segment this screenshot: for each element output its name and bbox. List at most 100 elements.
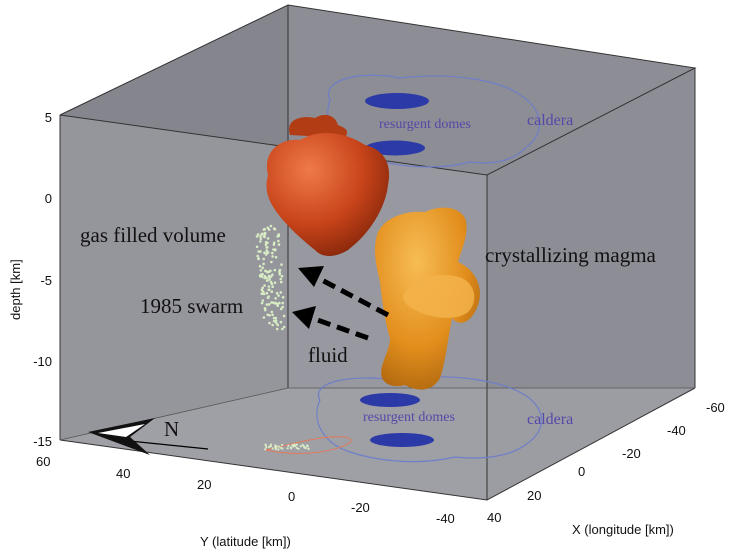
swarm-point — [278, 270, 281, 274]
swarm-point — [276, 302, 279, 306]
y-tick-60: 60 — [36, 454, 50, 469]
swarm-point — [280, 274, 284, 278]
swarm-point — [275, 321, 278, 325]
swarm-point — [275, 327, 279, 331]
caldera-top-label: caldera — [527, 112, 573, 129]
x-tick-40: 40 — [487, 510, 501, 525]
swarm-floor-point — [268, 445, 271, 449]
resurgent-dome-top-2 — [365, 140, 425, 156]
depth-tick-minus5: -5 — [40, 273, 52, 288]
swarm-point — [264, 243, 268, 246]
swarm-floor-point — [274, 444, 277, 447]
swarm-point — [259, 235, 262, 238]
swarm-point — [265, 246, 269, 249]
swarm-point — [261, 266, 265, 270]
depth-tick-minus15: -15 — [33, 434, 52, 449]
swarm-point — [259, 273, 262, 277]
swarm-point — [263, 284, 266, 287]
swarm-point — [264, 253, 268, 256]
swarm-point — [259, 240, 262, 243]
swarm-point — [282, 325, 286, 329]
swarm-floor-point — [306, 444, 309, 448]
swarm-point — [256, 233, 260, 236]
swarm-point — [262, 292, 266, 296]
swarm-point — [263, 233, 267, 236]
swarm-point — [269, 275, 273, 278]
swarm-point — [273, 268, 277, 272]
swarm-floor-point — [277, 445, 280, 448]
swarm-point — [274, 319, 278, 323]
swarm-floor-point — [264, 448, 267, 451]
swarm-point — [282, 314, 286, 318]
depth-tick-0: 0 — [45, 191, 52, 206]
swarm-point — [279, 277, 283, 281]
swarm-point — [266, 296, 270, 300]
swarm-point — [265, 249, 269, 252]
swarm-point — [265, 291, 269, 295]
swarm-point — [280, 263, 283, 266]
swarm-point — [262, 316, 266, 319]
swarm-point — [260, 301, 264, 305]
swarm-floor-point — [264, 443, 267, 446]
swarm-point — [264, 308, 267, 312]
swarm-floor-point — [286, 447, 289, 450]
crystallizing-magma-shape — [374, 207, 480, 390]
x-tick-minus40: -40 — [667, 423, 686, 438]
swarm-floor-point — [281, 443, 284, 447]
top-caldera-group — [327, 74, 540, 168]
y-axis-label: Y (latitude [km]) — [200, 534, 291, 549]
swarm-point — [255, 235, 259, 238]
x-axis-label: X (longitude [km]) — [572, 522, 674, 537]
depth-axis-label: depth [km] — [8, 259, 23, 320]
swarm-point — [268, 321, 271, 325]
fluid-arrow-upper — [316, 275, 390, 318]
swarm-point — [262, 262, 265, 266]
swarm-point — [264, 269, 268, 273]
swarm-point — [259, 237, 263, 240]
swarm-point — [271, 323, 274, 327]
gas-filled-volume-shape — [266, 114, 390, 256]
swarm-point — [268, 314, 271, 317]
swarm-point — [281, 296, 285, 299]
swarm-floor-point — [277, 448, 280, 451]
swarm-point — [270, 282, 274, 286]
swarm-point — [271, 285, 275, 289]
fluid-arrowhead-lower — [292, 306, 316, 329]
swarm-point — [277, 239, 280, 243]
swarm-point — [267, 288, 271, 292]
swarm-point — [261, 290, 265, 293]
caldera-bottom-label: caldera — [527, 411, 573, 428]
swarm-point — [278, 301, 281, 305]
swarm-point — [277, 233, 281, 236]
x-tick-0: 0 — [578, 464, 585, 479]
swarm-point — [270, 290, 274, 294]
swarm-point — [279, 307, 283, 311]
resurgent-dome-bottom-1 — [360, 393, 420, 407]
swarm-point — [259, 269, 263, 272]
depth-tick-minus10: -10 — [33, 354, 52, 369]
resurgent-dome-top-1 — [365, 93, 429, 109]
swarm-point — [269, 269, 272, 273]
swarm-floor-projection — [264, 436, 352, 454]
swarm-point — [273, 227, 277, 231]
swarm-floor-point — [291, 444, 294, 447]
swarm-point — [267, 274, 271, 278]
y-tick-20: 20 — [197, 477, 211, 492]
swarm-floor-point — [287, 444, 290, 447]
swarm-point — [258, 264, 262, 268]
swarm-point — [273, 248, 277, 252]
swarm-point — [267, 285, 271, 288]
swarm-point — [272, 241, 276, 245]
resurgent-domes-bottom-label: resurgent domes — [363, 410, 455, 425]
fluid-arrows — [292, 266, 390, 341]
fluid-label: fluid — [308, 343, 348, 367]
x-axis: -60 -40 -20 0 20 40 X (longitude [km]) — [487, 400, 725, 537]
swarm-point — [279, 291, 283, 294]
swarm-point — [265, 279, 269, 282]
1985-swarm-label: 1985 swarm — [140, 294, 243, 318]
depth-tick-5: 5 — [45, 110, 52, 125]
swarm-point — [271, 301, 275, 304]
y-tick-minus40: -40 — [436, 511, 455, 526]
swarm-floor-point — [281, 447, 284, 450]
swarm-floor-point — [265, 446, 268, 449]
